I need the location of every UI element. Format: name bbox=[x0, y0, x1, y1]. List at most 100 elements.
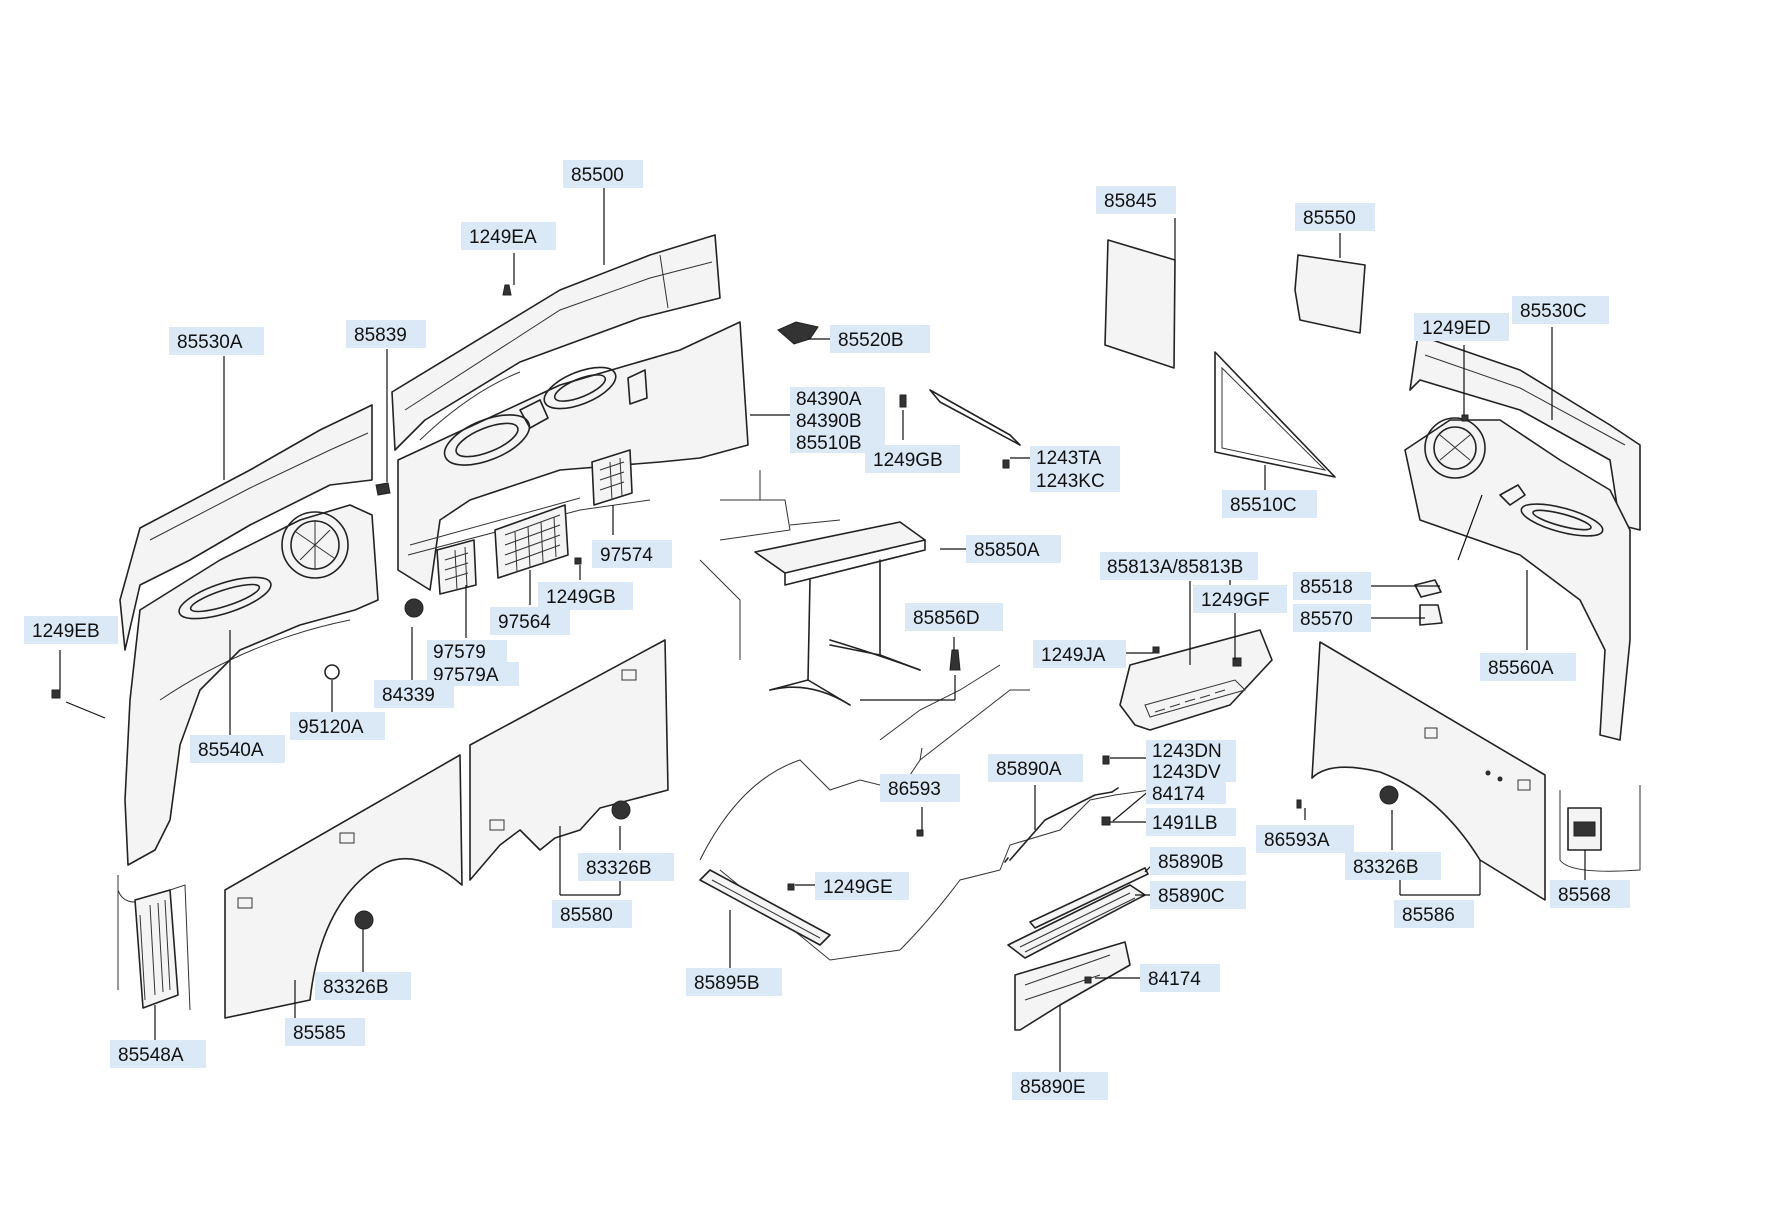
label-1249JA: 1249JA bbox=[1033, 640, 1126, 668]
svg-text:1249GB: 1249GB bbox=[546, 587, 616, 608]
part-85560A-right-panel bbox=[1404, 417, 1631, 741]
label-85560A: 85560A bbox=[1480, 653, 1576, 681]
part-85895B-step bbox=[699, 869, 831, 946]
part-85890B-strip bbox=[1029, 867, 1149, 929]
part-85548A-vent bbox=[117, 875, 191, 1011]
svg-text:85580: 85580 bbox=[560, 905, 613, 926]
fasteners bbox=[51, 284, 1469, 984]
svg-text:85586: 85586 bbox=[1402, 905, 1455, 926]
label-1249GF: 1249GF bbox=[1193, 585, 1287, 613]
svg-text:85570: 85570 bbox=[1300, 609, 1353, 630]
part-97574-grille bbox=[591, 449, 633, 506]
part-85585-lower-panel bbox=[224, 754, 463, 1019]
svg-text:85568: 85568 bbox=[1558, 885, 1611, 906]
part-85890E-cover bbox=[1014, 941, 1131, 1031]
label-1243TA: 1243TA bbox=[1030, 446, 1120, 469]
label-85510C: 85510C bbox=[1222, 490, 1317, 518]
label-83326B-left: 83326B bbox=[315, 972, 411, 1000]
label-1249EA: 1249EA bbox=[461, 222, 556, 250]
part-85540A-left-panel bbox=[124, 504, 379, 866]
label-1243KC: 1243KC bbox=[1030, 468, 1120, 492]
svg-text:85813A/85813B: 85813A/85813B bbox=[1107, 557, 1243, 578]
label-1249GE: 1249GE bbox=[815, 872, 909, 900]
label-97564: 97564 bbox=[490, 607, 570, 635]
svg-text:1249EA: 1249EA bbox=[469, 227, 537, 248]
svg-text:1243DV: 1243DV bbox=[1152, 762, 1221, 783]
label-84174-top: 84174 bbox=[1146, 782, 1226, 805]
label-85570: 85570 bbox=[1293, 604, 1371, 632]
svg-text:95120A: 95120A bbox=[298, 717, 364, 738]
svg-text:1243TA: 1243TA bbox=[1036, 448, 1101, 469]
label-85500: 85500 bbox=[563, 160, 643, 188]
svg-text:83326B: 83326B bbox=[586, 858, 652, 879]
label-83326B-mid: 83326B bbox=[578, 853, 674, 881]
svg-text:85530A: 85530A bbox=[177, 332, 243, 353]
svg-text:85850A: 85850A bbox=[974, 540, 1040, 561]
label-1249EB: 1249EB bbox=[24, 616, 118, 644]
svg-text:85845: 85845 bbox=[1104, 191, 1157, 212]
svg-text:97564: 97564 bbox=[498, 612, 551, 633]
svg-text:83326B: 83326B bbox=[1353, 857, 1419, 878]
part-85845-panel bbox=[1104, 239, 1176, 369]
part-85813-tray bbox=[1119, 629, 1273, 731]
part-85850A-table bbox=[699, 470, 926, 706]
svg-text:85550: 85550 bbox=[1303, 208, 1356, 229]
label-95120A: 95120A bbox=[290, 712, 385, 740]
svg-text:85510C: 85510C bbox=[1230, 495, 1297, 516]
svg-text:84174: 84174 bbox=[1148, 969, 1201, 990]
svg-text:85540A: 85540A bbox=[198, 740, 264, 761]
label-85510B: 85510B bbox=[790, 431, 885, 454]
label-85568: 85568 bbox=[1550, 880, 1630, 908]
label-1243DV: 1243DV bbox=[1146, 761, 1236, 783]
label-1249GB-top: 1249GB bbox=[865, 445, 960, 473]
label-84390B: 84390B bbox=[790, 409, 885, 432]
part-97579-grille bbox=[436, 539, 477, 595]
svg-text:84174: 84174 bbox=[1152, 784, 1205, 805]
svg-text:1249EB: 1249EB bbox=[32, 621, 100, 642]
label-97574: 97574 bbox=[592, 540, 672, 568]
label-97579: 97579 bbox=[427, 640, 507, 663]
label-85813: 85813A/85813B bbox=[1100, 552, 1258, 580]
label-85580: 85580 bbox=[552, 900, 632, 928]
svg-text:1249GB: 1249GB bbox=[873, 450, 943, 471]
label-85585: 85585 bbox=[285, 1018, 365, 1046]
label-85530A: 85530A bbox=[169, 327, 264, 355]
label-85890B: 85890B bbox=[1150, 847, 1246, 875]
svg-text:85856D: 85856D bbox=[913, 608, 980, 629]
svg-text:85890B: 85890B bbox=[1158, 852, 1224, 873]
label-85518: 85518 bbox=[1293, 572, 1371, 600]
label-85530C: 85530C bbox=[1512, 296, 1609, 324]
svg-text:85520B: 85520B bbox=[838, 330, 904, 351]
svg-text:86593: 86593 bbox=[888, 779, 941, 800]
label-85890A: 85890A bbox=[988, 754, 1083, 782]
part-85890A-rail bbox=[1004, 787, 1119, 863]
svg-text:85560A: 85560A bbox=[1488, 658, 1554, 679]
svg-text:83326B: 83326B bbox=[323, 977, 389, 998]
svg-text:84339: 84339 bbox=[382, 685, 435, 706]
label-1243DN: 1243DN bbox=[1146, 740, 1236, 762]
part-85586-right-lower-panel bbox=[1311, 641, 1546, 901]
label-85890E: 85890E bbox=[1012, 1072, 1108, 1100]
svg-text:86593A: 86593A bbox=[1264, 830, 1330, 851]
label-85845: 85845 bbox=[1096, 186, 1176, 214]
label-86593A: 86593A bbox=[1256, 825, 1354, 853]
svg-text:1491LB: 1491LB bbox=[1152, 813, 1218, 834]
svg-text:85518: 85518 bbox=[1300, 577, 1353, 598]
svg-text:1249GF: 1249GF bbox=[1201, 590, 1270, 611]
label-85550: 85550 bbox=[1295, 203, 1375, 231]
label-1249ED: 1249ED bbox=[1414, 313, 1509, 341]
part-85500-upper-trim bbox=[391, 234, 721, 451]
part-97564-grille bbox=[494, 504, 569, 579]
label-85856D: 85856D bbox=[905, 603, 1003, 631]
label-85520B: 85520B bbox=[830, 325, 930, 353]
svg-text:85530C: 85530C bbox=[1520, 301, 1587, 322]
svg-text:1243DN: 1243DN bbox=[1152, 741, 1222, 762]
svg-text:85895B: 85895B bbox=[694, 973, 760, 994]
svg-text:84390A: 84390A bbox=[796, 389, 862, 410]
label-1249GB-mid: 1249GB bbox=[538, 582, 633, 610]
svg-text:85510B: 85510B bbox=[796, 433, 862, 454]
part-85568-vent bbox=[1559, 785, 1641, 872]
svg-text:85890A: 85890A bbox=[996, 759, 1062, 780]
svg-text:97579: 97579 bbox=[433, 642, 486, 663]
